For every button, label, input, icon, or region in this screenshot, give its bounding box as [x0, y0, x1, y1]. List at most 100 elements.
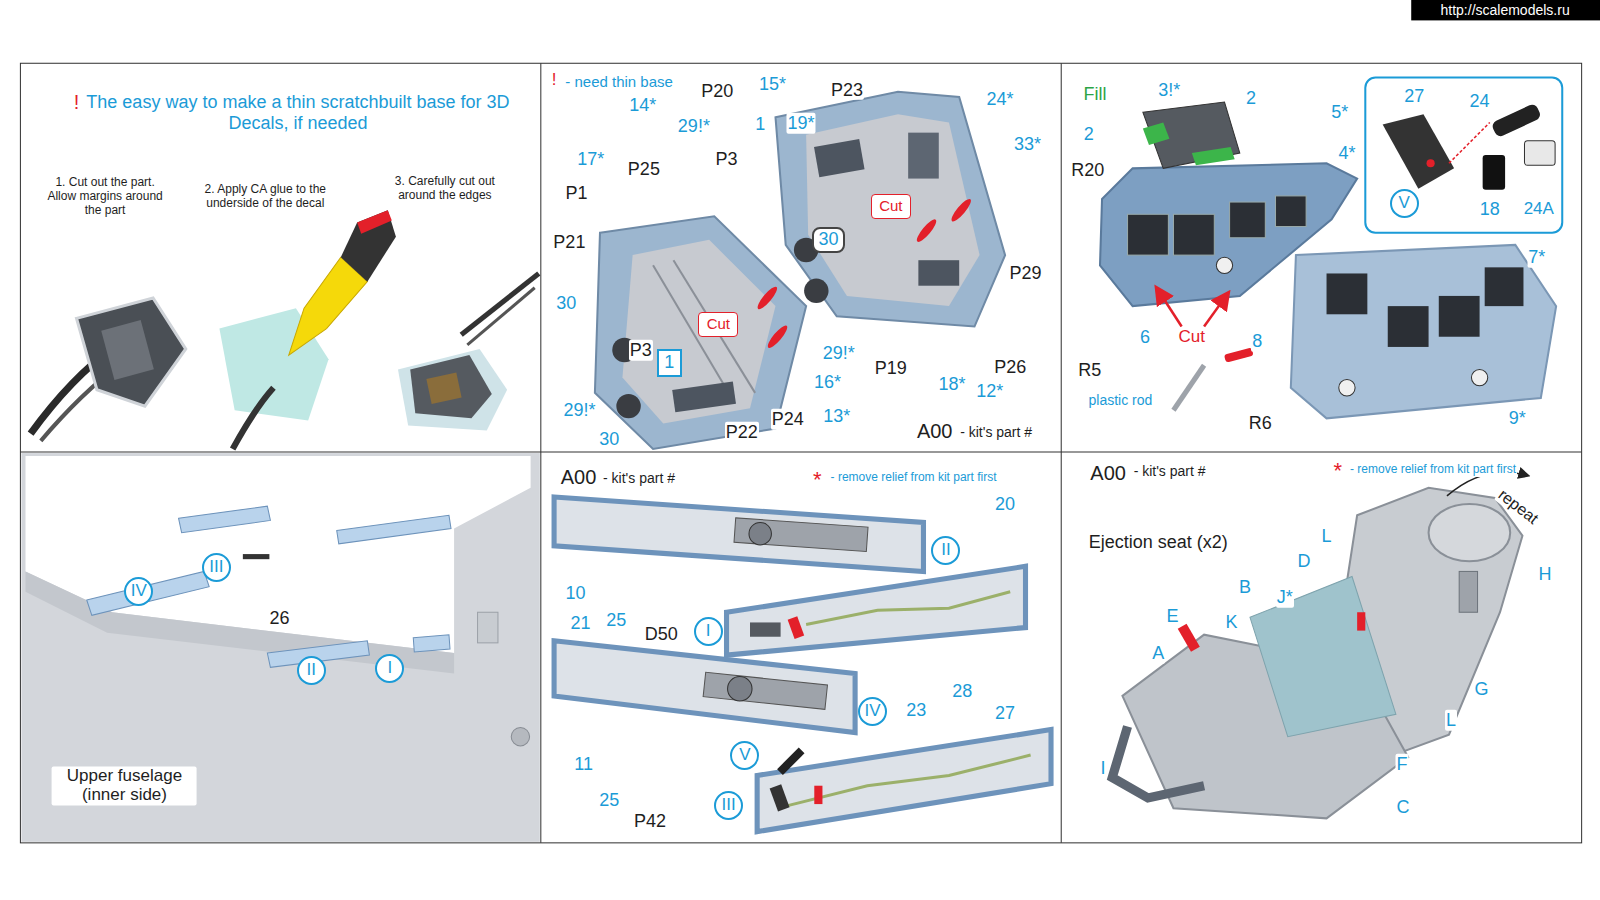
callout-circle: V — [730, 741, 759, 770]
decal-photos — [31, 210, 539, 449]
callout-label: A00 — [916, 419, 954, 442]
callout-label: A — [1151, 643, 1165, 664]
callout-label: 11 — [573, 754, 594, 775]
watermark: http://scalemodels.ru — [1440, 2, 1571, 18]
callout-label: L — [1321, 525, 1333, 546]
callout-label: P1 — [565, 183, 589, 204]
callout-label: ! — [73, 91, 81, 114]
callout-label: P25 — [627, 159, 661, 180]
callout-label: 1 — [754, 114, 766, 135]
panel-frame — [20, 63, 1581, 843]
callout-label: 30 — [598, 428, 620, 449]
callout-label: - remove relief from kit part first — [1349, 464, 1517, 478]
callout-label: 16* — [813, 371, 842, 392]
callout-label: G — [1474, 678, 1490, 699]
callout-label: 15* — [758, 73, 787, 94]
callout-label: P24 — [771, 409, 805, 430]
callout-circle: I — [694, 617, 723, 646]
callout-label: 3!* — [1157, 79, 1181, 100]
callout-label: P42 — [633, 811, 667, 832]
callout-circle: III — [714, 791, 743, 820]
callout-label: - need thin base — [564, 73, 674, 90]
callout-label: 13* — [822, 406, 851, 427]
callout-label: P21 — [552, 231, 586, 252]
callout-circle: IV — [124, 577, 153, 606]
callout-circle: II — [297, 656, 326, 685]
callout-label: 24* — [985, 89, 1014, 110]
callout-label: repeat — [1494, 485, 1543, 529]
callout-label: 10 — [564, 583, 586, 604]
callout-label: R5 — [1077, 360, 1102, 381]
callout-label: 23 — [905, 700, 927, 721]
callout-label: P23 — [830, 79, 864, 100]
callout-label: R6 — [1248, 413, 1273, 434]
callout-label: 7* — [1527, 247, 1546, 268]
callout-label: 25 — [605, 610, 627, 631]
callout-label: 6 — [1139, 326, 1151, 347]
callout-label: E — [1165, 606, 1179, 627]
node-text: III — [721, 796, 735, 815]
callout-label: 21 — [570, 613, 592, 634]
callout-label: P3 — [715, 149, 739, 170]
callout-label: K — [1225, 612, 1239, 633]
callout-label: - kit's part # — [1133, 463, 1207, 479]
node-text: Cut — [707, 316, 730, 333]
callout-label: 24A — [1523, 199, 1555, 219]
callout-label: 29!* — [822, 343, 856, 364]
node-text: 1 — [664, 353, 674, 373]
callout-circle: IV — [858, 697, 887, 726]
callout-label: - kit's part # — [602, 470, 676, 486]
node-text: II — [941, 541, 950, 560]
node-text: Cut — [879, 198, 902, 215]
callout-circle: II — [931, 536, 960, 565]
node-text: II — [306, 661, 315, 680]
callout-label: D50 — [644, 623, 679, 644]
callout-label: A00 — [1089, 462, 1127, 485]
callout-label: The easy way to make a thin scratchbuilt… — [83, 93, 514, 134]
cockpit-tub-illustration — [595, 92, 1005, 449]
callout-label: 24 — [1469, 91, 1491, 112]
callout-label: 14* — [628, 95, 657, 116]
callout-label: L — [1445, 710, 1457, 731]
callout-label: 29!* — [677, 115, 711, 136]
callout-label: 20 — [994, 494, 1016, 515]
callout-label: 4* — [1337, 143, 1356, 164]
node-text: IV — [864, 702, 880, 721]
callout-label: P22 — [725, 421, 759, 442]
callout-label: Upper fuselage (inner side) — [52, 766, 197, 805]
callout-label: 17* — [576, 149, 605, 170]
callout-label: - remove relief from kit part first — [830, 471, 998, 485]
callout-label: C — [1396, 797, 1411, 818]
callout-label: I — [1100, 758, 1107, 779]
callout-box: 30 — [812, 227, 845, 253]
callout-label: 8 — [1251, 330, 1263, 351]
callout-label: * — [812, 467, 823, 492]
instrument-panel-illustration — [1100, 78, 1562, 419]
callout-label: 25 — [598, 790, 620, 811]
callout-label: 18* — [938, 373, 967, 394]
callout-label: - kit's part # — [959, 424, 1033, 440]
callout-label: 27 — [994, 703, 1016, 724]
callout-label: B — [1238, 576, 1252, 597]
callout-label: 30 — [555, 293, 577, 314]
callout-label: P19 — [874, 358, 908, 379]
callout-label: D — [1297, 551, 1312, 572]
node-text: I — [706, 622, 711, 641]
callout-label: 2. Apply CA glue to the underside of the… — [203, 183, 327, 211]
callout-label: 28 — [951, 680, 973, 701]
callout-label: P29 — [1008, 263, 1042, 284]
callout-label: 33* — [1013, 134, 1042, 155]
watermark-bar — [1411, 0, 1600, 20]
callout-circle: V — [1390, 189, 1419, 218]
callout-label: plastic rod — [1088, 392, 1154, 408]
cut-box: Cut — [698, 312, 738, 337]
callout-label: 2 — [1245, 88, 1257, 109]
callout-label: 3. Carefully cut out around the edges — [378, 175, 513, 203]
callout-label: * — [1332, 459, 1343, 484]
callout-label: J* — [1276, 587, 1294, 608]
node-text: IV — [131, 582, 147, 601]
node-text: I — [387, 659, 392, 678]
callout-label: Fill — [1082, 84, 1107, 105]
